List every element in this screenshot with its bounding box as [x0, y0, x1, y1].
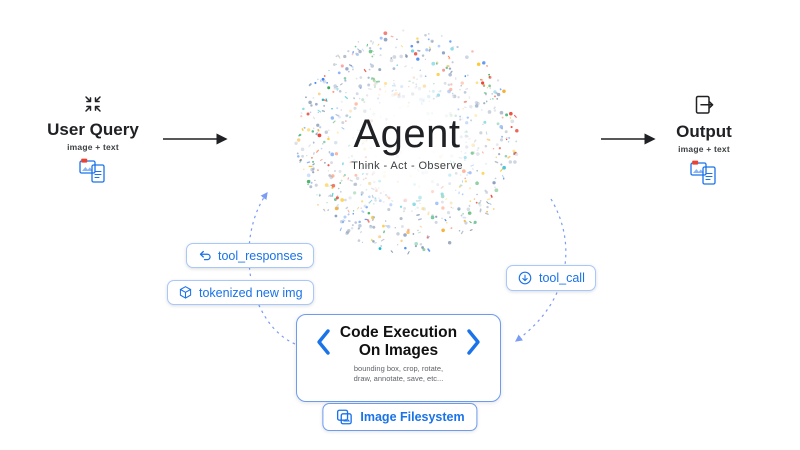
tokenized-new-img-pill: tokenized new img [167, 280, 314, 305]
return-arrow-icon [199, 250, 211, 261]
tokenized-new-img-label: tokenized new img [199, 285, 303, 300]
collapse-arrows-icon [85, 96, 101, 112]
chevron-right-icon [467, 329, 480, 355]
image-document-icon [79, 158, 105, 183]
code-box-subtitle-line2: draw, annotate, save, etc... [353, 374, 444, 384]
user-query-node: User Query image + text [30, 94, 156, 186]
tool-responses-pill: tool_responses [186, 243, 314, 268]
tool-call-pill: tool_call [506, 265, 596, 291]
output-subtitle: image + text [678, 144, 730, 154]
code-execution-box: Code Execution On Images bounding box, c… [296, 314, 501, 402]
user-query-subtitle: image + text [67, 142, 119, 152]
download-circle-icon [518, 271, 532, 285]
code-box-title-row: Code Execution On Images [315, 324, 482, 360]
code-box-subtitle-line1: bounding box, crop, rotate, [353, 363, 444, 373]
user-query-title: User Query [47, 120, 139, 139]
agent-particle-sphere [294, 29, 519, 255]
code-box-title-line1: Code Execution [339, 324, 458, 341]
output-node: Output image + text [650, 94, 758, 188]
tool-call-label: tool_call [539, 271, 585, 285]
chevron-left-icon [317, 329, 330, 355]
code-box-subtitle: bounding box, crop, rotate, draw, annota… [354, 364, 444, 385]
image-filesystem-label: Image Filesystem [360, 410, 465, 424]
image-filesystem-badge: Image Filesystem [322, 403, 478, 431]
document-export-icon [695, 95, 714, 114]
image-document-icon [690, 160, 716, 185]
output-title: Output [676, 122, 732, 141]
code-box-title-line2: On Images [358, 341, 439, 359]
cube-icon [179, 286, 192, 299]
image-copy-icon [336, 409, 352, 425]
dashed-arc-box-to-agent [248, 192, 296, 345]
tool-responses-label: tool_responses [218, 248, 303, 263]
